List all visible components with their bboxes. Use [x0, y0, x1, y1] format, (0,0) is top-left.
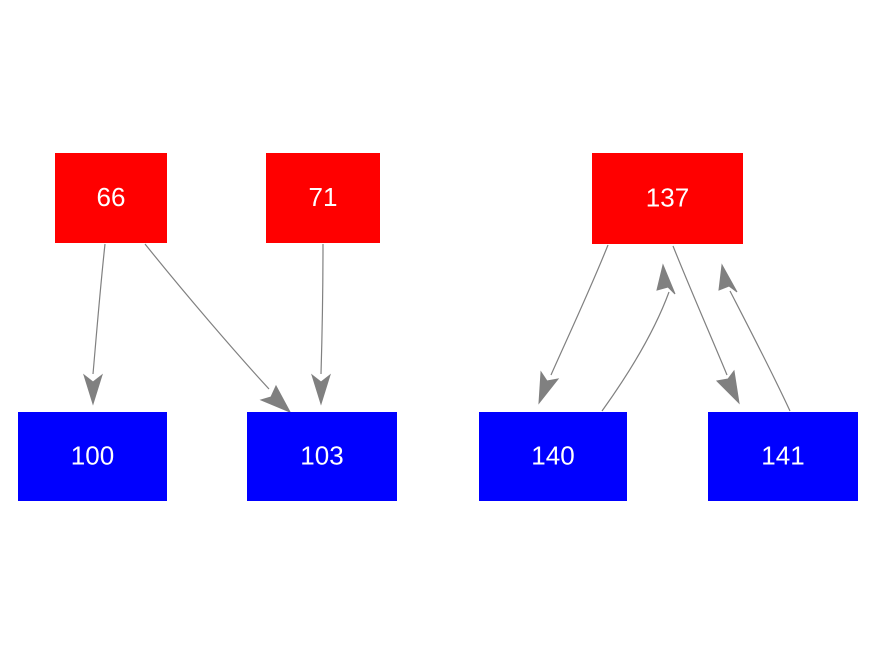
edge-line: [320, 243, 324, 375]
node-label: 71: [309, 182, 338, 212]
edges-layer: [83, 243, 791, 413]
node-rect[interactable]: [18, 412, 167, 501]
node-label: 141: [761, 440, 804, 470]
edge-line: [672, 245, 728, 376]
node-label: 100: [71, 440, 114, 470]
arrowhead-icon: [259, 384, 292, 413]
arrowhead-icon: [311, 373, 331, 406]
node-103[interactable]: 103: [247, 412, 397, 501]
edge-140-to-137: [601, 263, 676, 412]
node-140[interactable]: 140: [479, 412, 627, 501]
edge-137-to-140: [538, 244, 609, 405]
edge-141-to-137: [718, 263, 791, 412]
node-label: 140: [531, 440, 574, 470]
node-137[interactable]: 137: [592, 153, 743, 244]
node-rect[interactable]: [266, 153, 380, 243]
edge-line: [601, 291, 670, 412]
edge-66-to-103: [144, 243, 292, 413]
node-71[interactable]: 71: [266, 153, 380, 243]
edge-line: [729, 290, 791, 412]
edge-line: [550, 244, 609, 376]
node-100[interactable]: 100: [18, 412, 167, 501]
node-rect[interactable]: [479, 412, 627, 501]
node-rect[interactable]: [247, 412, 397, 501]
node-rect[interactable]: [55, 153, 167, 243]
edge-66-to-100: [83, 243, 106, 406]
arrowhead-icon: [538, 370, 560, 405]
arrowhead-icon: [656, 263, 676, 295]
node-141[interactable]: 141: [708, 412, 858, 501]
arrowhead-icon: [715, 369, 740, 405]
node-label: 137: [646, 182, 689, 212]
nodes-layer: 66 71 137 100 103 140 141: [18, 153, 858, 501]
node-label: 66: [97, 182, 126, 212]
edge-137-to-141: [672, 245, 740, 405]
node-rect[interactable]: [592, 153, 743, 244]
node-rect[interactable]: [708, 412, 858, 501]
arrowhead-icon: [83, 373, 103, 406]
arrowhead-icon: [718, 263, 738, 293]
edge-line: [144, 243, 270, 390]
edge-line: [92, 243, 106, 375]
edge-71-to-103: [311, 243, 331, 406]
node-label: 103: [300, 440, 343, 470]
node-66[interactable]: 66: [55, 153, 167, 243]
